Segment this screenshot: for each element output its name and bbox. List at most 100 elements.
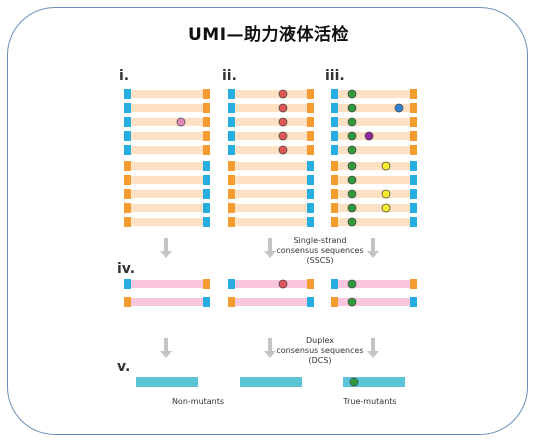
umi-tag-icon — [124, 145, 131, 155]
umi-tag-icon — [228, 131, 235, 141]
read-bar — [331, 204, 417, 212]
mutation-marker-icon — [278, 145, 288, 155]
read-bar — [331, 280, 417, 288]
slide-title: UMI—助力液体活检 — [187, 25, 350, 45]
umi-tag-icon — [410, 175, 417, 185]
umi-tag-icon — [331, 117, 338, 127]
umi-tag-icon — [124, 297, 131, 307]
mutation-marker-icon — [364, 131, 374, 141]
umi-tag-icon — [307, 117, 314, 127]
read-bar — [228, 146, 314, 154]
umi-tag-icon — [331, 145, 338, 155]
read-bar — [228, 162, 314, 170]
read-bar — [331, 298, 417, 306]
umi-tag-icon — [124, 117, 131, 127]
down-arrow-icon — [367, 351, 379, 358]
mutation-marker-icon — [349, 377, 359, 387]
umi-tag-icon — [307, 189, 314, 199]
umi-tag-icon — [228, 161, 235, 171]
mutation-marker-icon — [347, 217, 357, 227]
umi-tag-icon — [410, 103, 417, 113]
true-mutants-label: True-mutants — [343, 397, 397, 406]
read-bar — [124, 104, 210, 112]
umi-tag-icon — [307, 131, 314, 141]
umi-tag-icon — [228, 279, 235, 289]
mutation-marker-icon — [347, 117, 357, 127]
mutation-marker-icon — [278, 131, 288, 141]
umi-tag-icon — [331, 203, 338, 213]
sscs-caption: Single-strand consensus sequences (SSCS) — [260, 236, 380, 266]
umi-tag-icon — [124, 217, 131, 227]
down-arrow-icon — [371, 238, 375, 252]
umi-tag-icon — [307, 203, 314, 213]
dcs-bar — [343, 377, 405, 387]
section-label-i: i. — [119, 68, 130, 84]
sscs-caption-line-2: consensus sequences — [276, 246, 364, 255]
read-bar — [124, 298, 210, 306]
down-arrow-icon — [160, 351, 172, 358]
umi-tag-icon — [410, 203, 417, 213]
umi-tag-icon — [410, 297, 417, 307]
read-bar — [331, 118, 417, 126]
umi-tag-icon — [410, 117, 417, 127]
down-arrow-icon — [367, 251, 379, 258]
mutation-marker-icon — [347, 175, 357, 185]
umi-tag-icon — [203, 189, 210, 199]
umi-tag-icon — [410, 161, 417, 171]
umi-tag-icon — [410, 217, 417, 227]
dcs-bar — [240, 377, 302, 387]
read-bar — [228, 90, 314, 98]
umi-tag-icon — [307, 145, 314, 155]
down-arrow-icon — [264, 251, 276, 258]
umi-tag-icon — [331, 161, 338, 171]
umi-tag-icon — [124, 279, 131, 289]
mutation-marker-icon — [347, 297, 357, 307]
umi-tag-icon — [307, 297, 314, 307]
umi-tag-icon — [307, 103, 314, 113]
umi-tag-icon — [124, 161, 131, 171]
mutation-marker-icon — [394, 103, 404, 113]
mutation-marker-icon — [381, 203, 391, 213]
umi-tag-icon — [124, 175, 131, 185]
umi-tag-icon — [228, 297, 235, 307]
umi-tag-icon — [410, 89, 417, 99]
dcs-caption-line-1: Duplex — [305, 336, 335, 345]
dcs-caption: Duplex consensus sequences (DCS) — [260, 336, 380, 366]
read-bar — [331, 176, 417, 184]
down-arrow-icon — [160, 251, 172, 258]
mutation-marker-icon — [278, 89, 288, 99]
read-bar — [228, 104, 314, 112]
umi-tag-icon — [203, 89, 210, 99]
mutation-marker-icon — [381, 161, 391, 171]
read-bar — [124, 146, 210, 154]
section-label-iv: iv. — [117, 261, 136, 277]
mutation-marker-icon — [347, 89, 357, 99]
read-bar — [124, 132, 210, 140]
section-label-v: v. — [117, 359, 131, 375]
dcs-caption-line-3: (DCS) — [308, 356, 332, 365]
umi-tag-icon — [307, 217, 314, 227]
umi-tag-icon — [307, 89, 314, 99]
down-arrow-icon — [264, 351, 276, 358]
umi-tag-icon — [203, 279, 210, 289]
read-bar — [124, 118, 210, 126]
mutation-marker-icon — [347, 203, 357, 213]
mutation-marker-icon — [176, 117, 186, 127]
umi-tag-icon — [331, 189, 338, 199]
dcs-bar — [136, 377, 198, 387]
umi-tag-icon — [203, 217, 210, 227]
umi-tag-icon — [228, 103, 235, 113]
umi-tag-icon — [331, 297, 338, 307]
umi-tag-icon — [331, 131, 338, 141]
umi-tag-icon — [410, 145, 417, 155]
umi-tag-icon — [203, 117, 210, 127]
down-arrow-icon — [164, 238, 168, 252]
mutation-marker-icon — [347, 103, 357, 113]
mutation-marker-icon — [347, 189, 357, 199]
sscs-caption-line-1: Single-strand — [293, 236, 347, 245]
read-bar — [228, 118, 314, 126]
read-bar — [228, 280, 314, 288]
section-label-iii: iii. — [325, 68, 345, 84]
umi-tag-icon — [307, 161, 314, 171]
mutation-marker-icon — [347, 279, 357, 289]
